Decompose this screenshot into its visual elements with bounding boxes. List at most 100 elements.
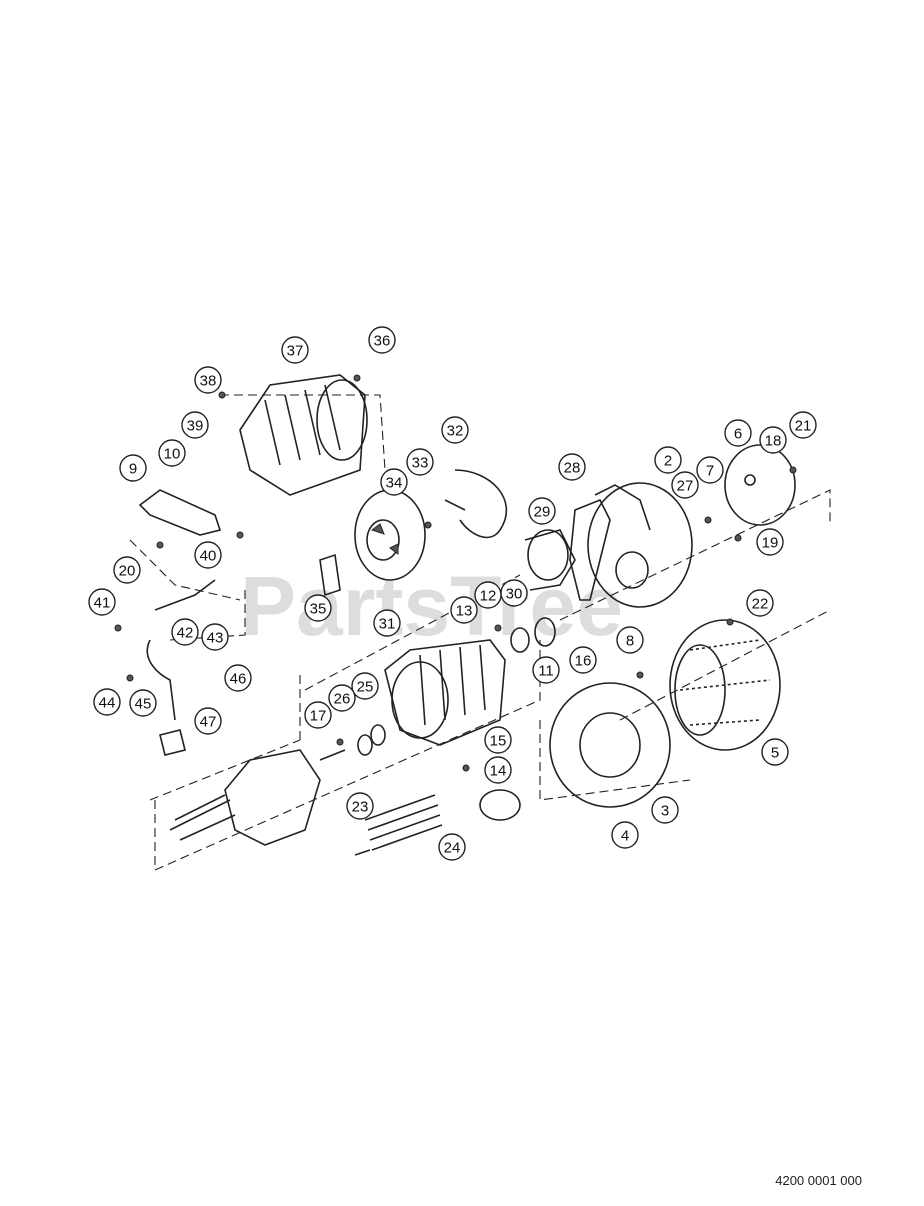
callout-number: 44 [99, 695, 116, 712]
part-plate-6 [724, 444, 796, 526]
callout-7: 7 [696, 456, 724, 484]
callout-45: 45 [129, 689, 157, 717]
callout-30: 30 [500, 579, 528, 607]
callout-number: 6 [734, 426, 742, 443]
callout-14: 14 [484, 756, 512, 784]
callout-8: 8 [616, 626, 644, 654]
callout-circle [441, 416, 469, 444]
callout-number: 25 [357, 679, 374, 696]
callout-number: 29 [534, 504, 551, 521]
callout-circle [181, 411, 209, 439]
callout-circle [328, 684, 356, 712]
callout-46: 46 [224, 664, 252, 692]
callout-22: 22 [746, 589, 774, 617]
part-bearing-29 [524, 529, 576, 591]
callout-number: 42 [177, 625, 194, 642]
callout-number: 20 [119, 563, 136, 580]
part-flange-3 [549, 682, 671, 808]
callout-40: 40 [194, 541, 222, 569]
callout-circle [373, 609, 401, 637]
callout-number: 4 [621, 828, 629, 845]
callout-circle [304, 701, 332, 729]
part-ring-32 [444, 469, 508, 539]
callout-number: 38 [200, 373, 217, 390]
callout-3: 3 [651, 796, 679, 824]
callout-number: 32 [447, 423, 464, 440]
callout-number: 23 [352, 799, 369, 816]
callout-number: 31 [379, 616, 396, 633]
callout-18: 18 [759, 426, 787, 454]
callout-12: 12 [474, 581, 502, 609]
callout-circle [616, 626, 644, 654]
callout-33: 33 [406, 448, 434, 476]
callout-36: 36 [368, 326, 396, 354]
callout-38: 38 [194, 366, 222, 394]
callout-number: 33 [412, 455, 429, 472]
callout-circle [129, 689, 157, 717]
callout-number: 15 [490, 733, 507, 750]
callout-circle [194, 707, 222, 735]
callout-circle [558, 453, 586, 481]
callout-28: 28 [558, 453, 586, 481]
callout-number: 10 [164, 446, 181, 463]
drawing-number: 4200 0001 000 [775, 1173, 862, 1188]
callout-circle [158, 439, 186, 467]
callout-32: 32 [441, 416, 469, 444]
callout-circle [224, 664, 252, 692]
callout-20: 20 [113, 556, 141, 584]
callout-35: 35 [304, 594, 332, 622]
callout-circle [119, 454, 147, 482]
callout-number: 14 [490, 763, 507, 780]
callout-15: 15 [484, 726, 512, 754]
callout-10: 10 [158, 439, 186, 467]
callout-number: 37 [287, 343, 304, 360]
callout-circle [789, 411, 817, 439]
callout-circle [696, 456, 724, 484]
callout-circle [756, 528, 784, 556]
callout-5: 5 [761, 738, 789, 766]
callout-circle [528, 497, 556, 525]
callout-number: 40 [200, 548, 217, 565]
callout-circle [569, 646, 597, 674]
callout-labels: 2345678910111213141516171819202122232425… [88, 326, 817, 861]
callout-number: 45 [135, 696, 152, 713]
callout-circle [484, 756, 512, 784]
callout-47: 47 [194, 707, 222, 735]
part-bracket-35 [319, 553, 341, 597]
callout-number: 13 [456, 603, 473, 620]
callout-circle [532, 656, 560, 684]
callout-circle [406, 448, 434, 476]
callout-16: 16 [569, 646, 597, 674]
callout-number: 19 [762, 535, 779, 552]
callout-circle [113, 556, 141, 584]
callout-circle [380, 468, 408, 496]
callout-number: 22 [752, 596, 769, 613]
callout-number: 5 [771, 745, 779, 762]
callout-number: 9 [129, 461, 137, 478]
callout-43: 43 [201, 623, 229, 651]
callout-number: 47 [200, 714, 217, 731]
callout-37: 37 [281, 336, 309, 364]
callout-number: 17 [310, 708, 327, 725]
callout-44: 44 [93, 688, 121, 716]
watermark-logo: PartsTree [240, 559, 623, 653]
callout-circle [351, 672, 379, 700]
callout-11: 11 [532, 656, 560, 684]
fasteners [114, 374, 797, 772]
callout-number: 7 [706, 463, 714, 480]
callout-number: 16 [575, 653, 592, 670]
callout-27: 27 [671, 471, 699, 499]
part-motor-housing-37 [239, 374, 368, 496]
part-motor-assembly [169, 749, 346, 846]
callout-circle [194, 541, 222, 569]
callout-19: 19 [756, 528, 784, 556]
callout-number: 18 [765, 433, 782, 450]
callout-number: 8 [626, 633, 634, 650]
callout-25: 25 [351, 672, 379, 700]
callout-number: 30 [506, 586, 523, 603]
callout-2: 2 [654, 446, 682, 474]
callout-number: 12 [480, 588, 497, 605]
callout-number: 36 [374, 333, 391, 350]
callout-circle [746, 589, 774, 617]
callout-circle [304, 594, 332, 622]
